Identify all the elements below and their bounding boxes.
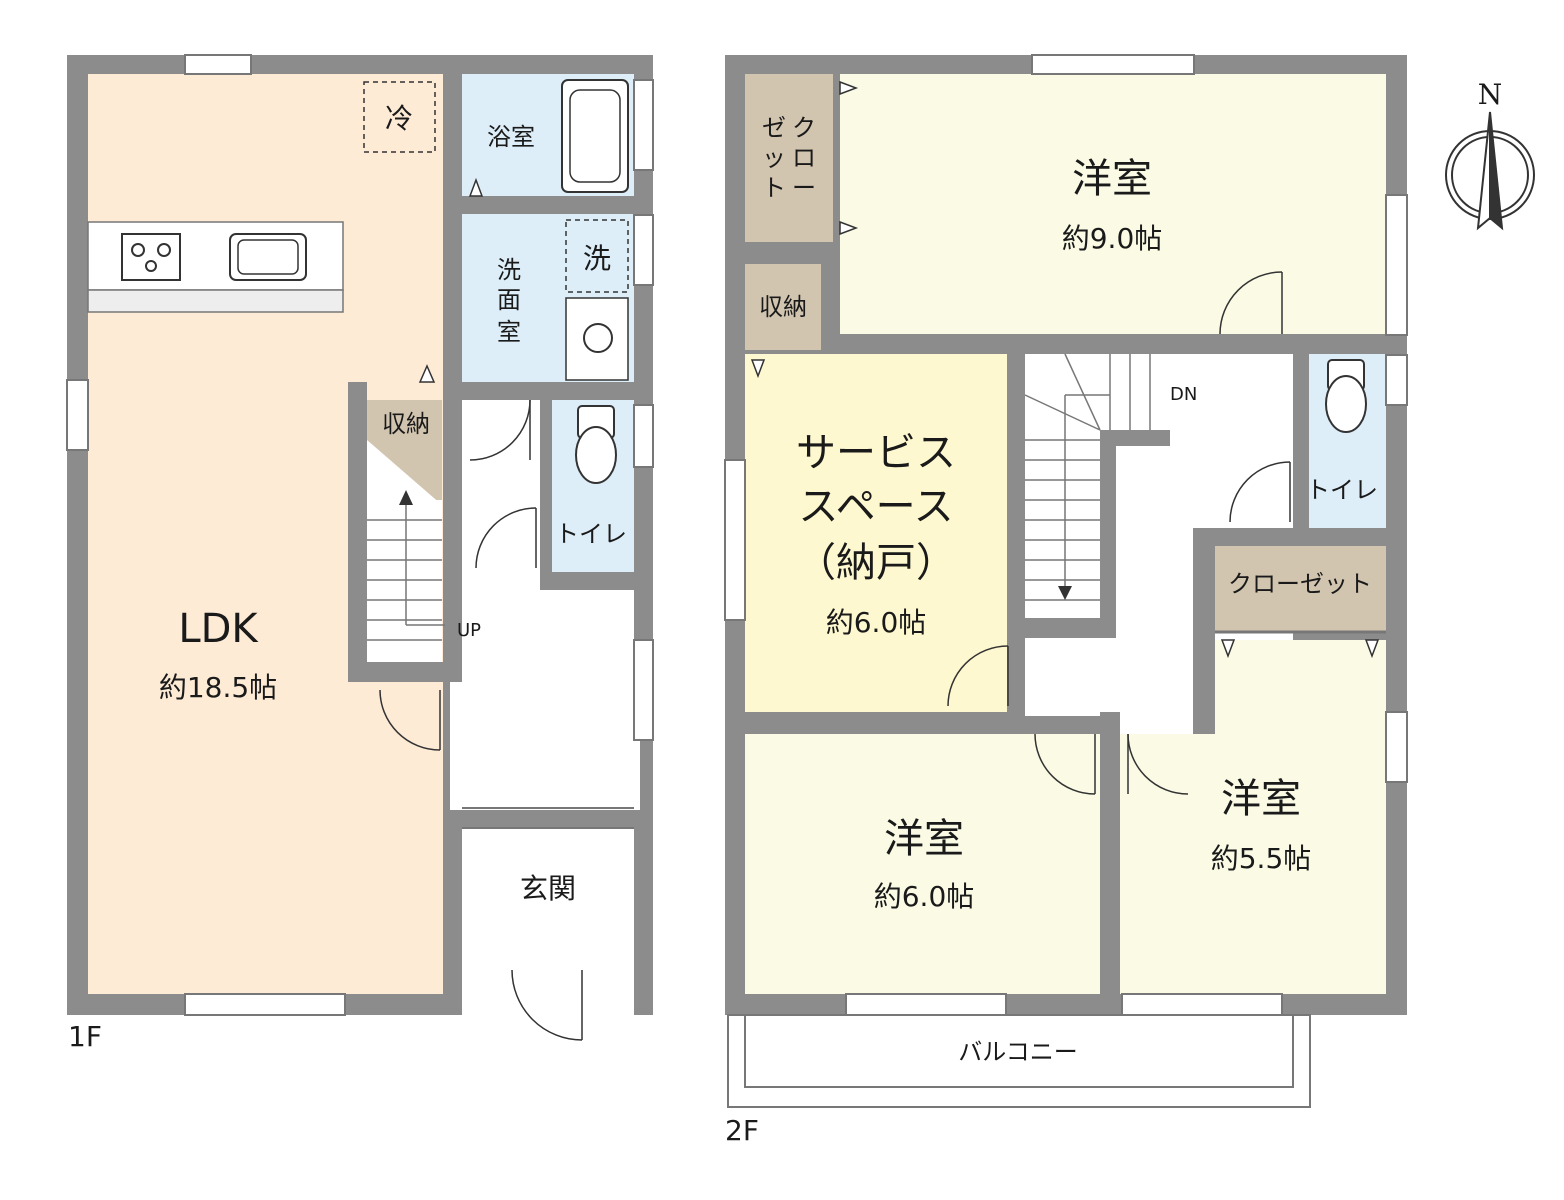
2f-toilet-label: トイレ <box>1306 476 1378 504</box>
window <box>1385 354 1408 406</box>
room-southeast-main <box>1120 734 1386 994</box>
window <box>184 993 346 1016</box>
bathroom-label: 浴室 <box>487 123 535 151</box>
service-space-label-1: サービス <box>796 430 956 476</box>
1f-toilet-label: トイレ <box>555 520 627 548</box>
window <box>1385 194 1408 336</box>
window <box>1031 54 1195 75</box>
closet-vertical-char-1: ク <box>792 114 816 142</box>
1f-hall-lower <box>450 680 640 810</box>
room-north <box>840 74 1386 334</box>
closet-vertical-char-5: ッ <box>762 144 786 172</box>
room-southwest-area: 約6.0帖 <box>874 880 975 913</box>
2f-storage <box>745 264 821 350</box>
1f-floor-label: 1F <box>68 1020 102 1053</box>
fridge-label: 冷 <box>385 102 413 135</box>
1f-toilet-icon <box>575 405 617 484</box>
window <box>1385 711 1408 783</box>
2f-floor-label: 2F <box>725 1114 759 1147</box>
window <box>724 459 746 621</box>
2f-closet <box>1215 546 1386 632</box>
washbasin-icon <box>565 297 629 381</box>
window <box>633 404 654 468</box>
washroom-label-3: 室 <box>497 318 521 346</box>
stairs-up-label: UP <box>457 620 481 641</box>
sink-icon <box>229 233 307 281</box>
washer-label: 洗 <box>583 242 611 275</box>
window <box>66 379 89 451</box>
service-space-label-3: （納戸） <box>796 540 956 586</box>
1f-storage-label: 収納 <box>382 410 430 438</box>
balcony-label: バルコニー <box>958 1038 1078 1066</box>
2f-closet-vertical <box>745 74 833 242</box>
room-southwest-label: 洋室 <box>884 816 964 862</box>
ldk-label: LDK <box>178 606 259 652</box>
washroom-label-1: 洗 <box>497 256 521 284</box>
room-north-area: 約9.0帖 <box>1062 222 1163 255</box>
compass-icon <box>1445 111 1535 231</box>
window <box>633 214 654 286</box>
compass-north-label: N <box>1478 78 1503 111</box>
closet-vertical-char-6: ト <box>762 174 786 202</box>
service-space-label-2: スペース <box>798 484 953 530</box>
room-north-label: 洋室 <box>1072 156 1152 202</box>
fridge-space <box>363 81 436 153</box>
stairs-up-arrow-icon <box>399 490 413 505</box>
entrance-room <box>462 828 634 946</box>
window <box>633 79 654 171</box>
bathtub-icon <box>561 79 629 193</box>
2f-closet-label: クローゼット <box>1228 570 1372 598</box>
stove-icon <box>121 233 181 281</box>
stairs-down-arrow-icon <box>1058 586 1072 600</box>
room-southeast-label: 洋室 <box>1221 776 1301 822</box>
first-floor-plan <box>66 54 654 1041</box>
closet-vertical-char-3: ー <box>792 174 816 202</box>
service-space <box>745 354 1007 712</box>
entrance-label: 玄関 <box>520 872 576 905</box>
window <box>845 993 1007 1016</box>
window <box>1121 993 1283 1016</box>
2f-storage-label: 収納 <box>759 293 807 321</box>
room-southeast-area: 約5.5帖 <box>1211 842 1312 875</box>
2f-toilet-icon <box>1325 359 1367 433</box>
window <box>184 54 252 75</box>
closet-vertical-char-2: ロ <box>792 144 816 172</box>
washer-space <box>565 219 629 293</box>
room-southwest <box>745 734 1100 994</box>
2f-stairs <box>1025 354 1100 618</box>
closet-vertical-char-4: ゼ <box>762 114 786 142</box>
service-space-area: 約6.0帖 <box>826 606 927 639</box>
stairs-down-label: DN <box>1170 384 1197 405</box>
washroom-label-2: 面 <box>497 286 521 314</box>
second-floor-plan <box>724 54 1408 1108</box>
ldk-area: 約18.5帖 <box>159 671 277 704</box>
window <box>633 639 654 741</box>
